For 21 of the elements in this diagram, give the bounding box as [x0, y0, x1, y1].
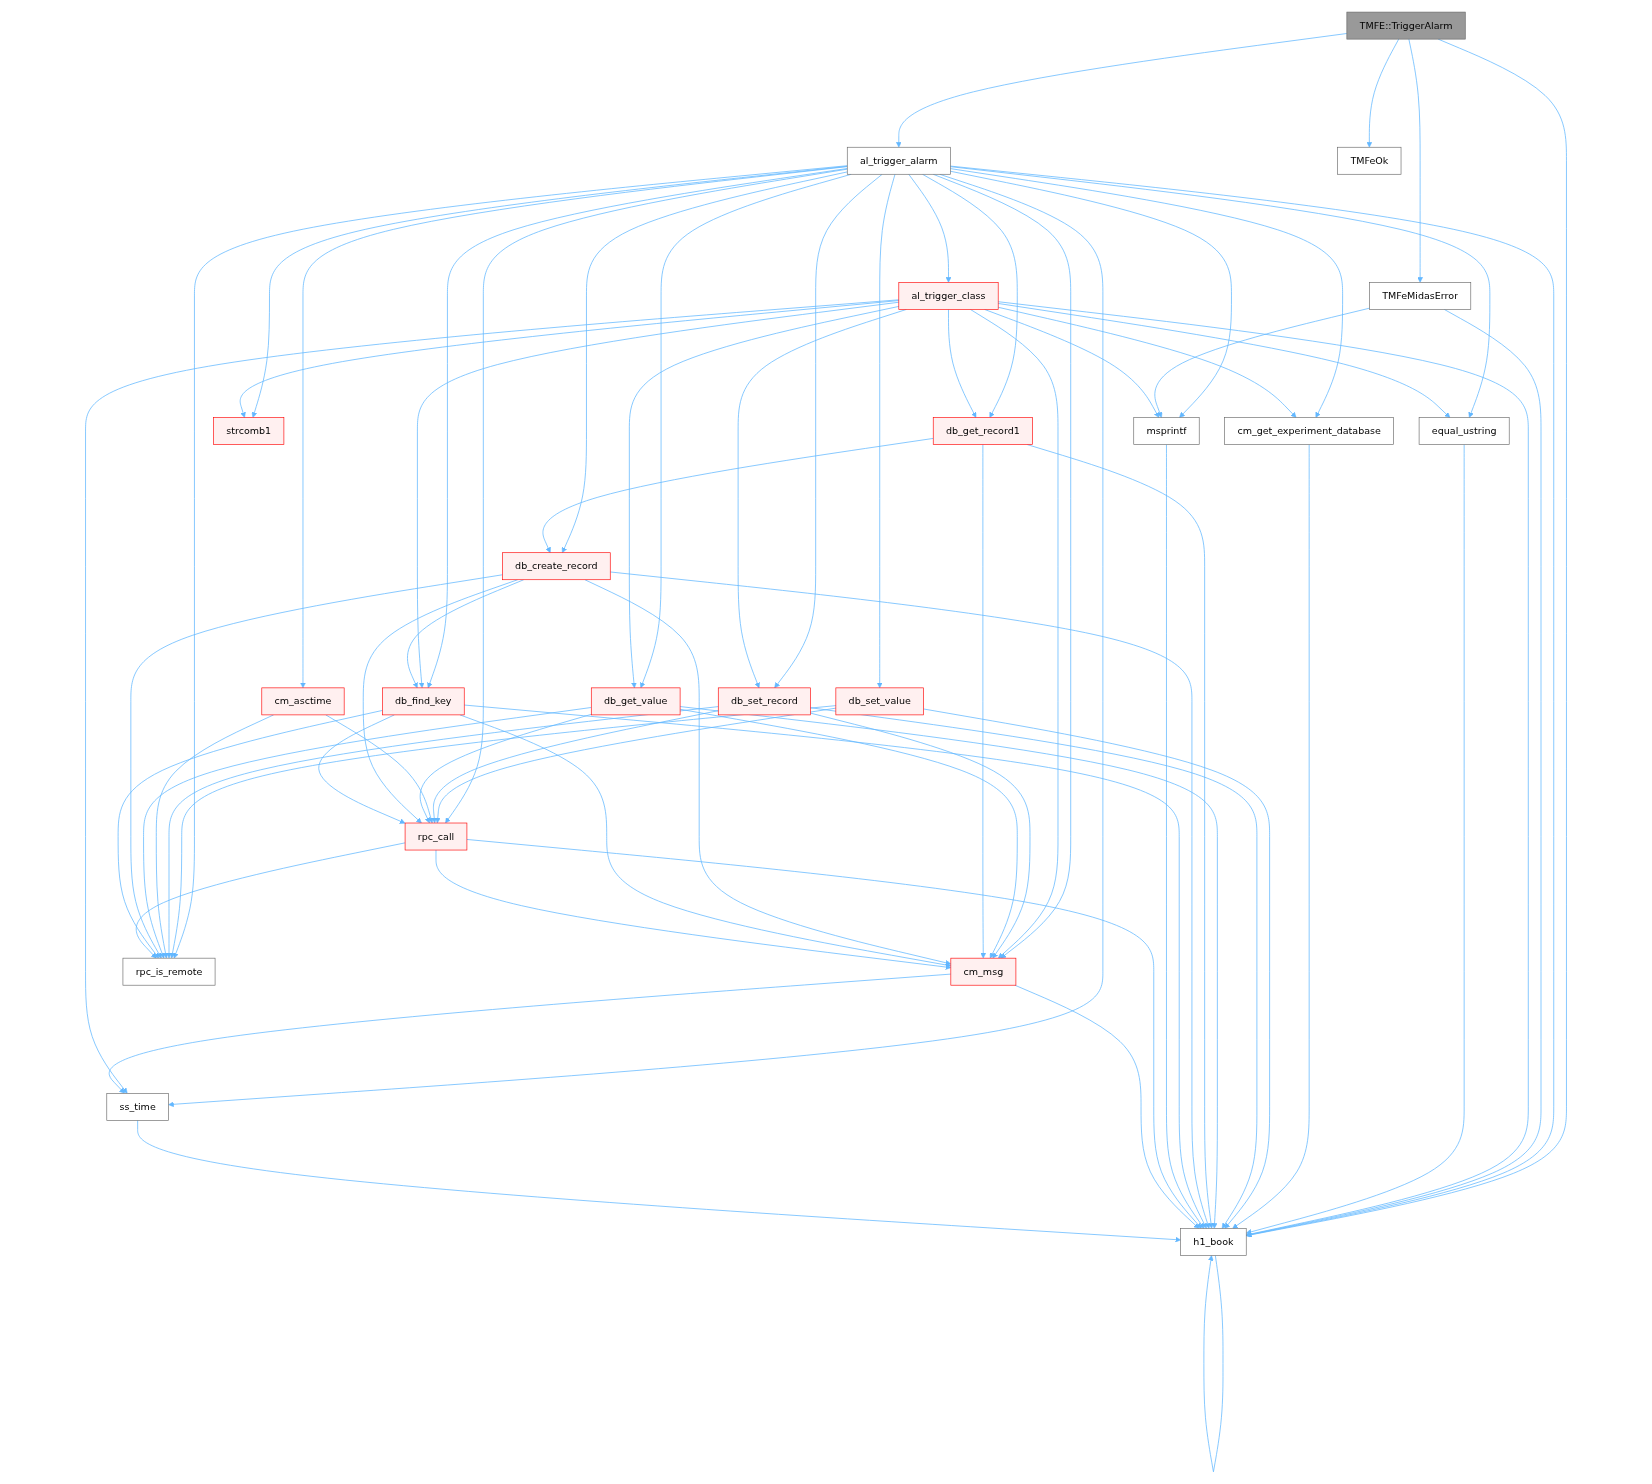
- node-box: db_get_record1: [932, 417, 1033, 445]
- node-box: db_create_record: [502, 552, 611, 581]
- node-box: TMFE::TriggerAlarm: [1346, 11, 1466, 40]
- node-box: TMFeMidasError: [1369, 282, 1472, 310]
- node-box: db_get_value: [590, 687, 681, 716]
- node-box: h1_book: [1180, 1228, 1247, 1256]
- node-box: equal_ustring: [1418, 417, 1510, 445]
- node-box: strcomb1: [213, 417, 285, 445]
- node-box: rpc_call: [404, 822, 468, 851]
- node-box: al_trigger_class: [898, 282, 999, 310]
- node-box: msprintf: [1133, 417, 1200, 445]
- node-box: db_set_record: [717, 687, 811, 716]
- node-box: cm_get_experiment_database: [1224, 417, 1394, 445]
- node-box: ss_time: [106, 1093, 169, 1121]
- node-box: al_trigger_alarm: [846, 146, 951, 175]
- node-box: cm_asctime: [261, 687, 345, 716]
- node-box: cm_msg: [950, 957, 1017, 986]
- node-box: db_find_key: [382, 687, 465, 716]
- node-box: TMFeOk: [1337, 146, 1402, 175]
- node-box: db_set_value: [835, 687, 924, 716]
- node-box: rpc_is_remote: [122, 957, 216, 986]
